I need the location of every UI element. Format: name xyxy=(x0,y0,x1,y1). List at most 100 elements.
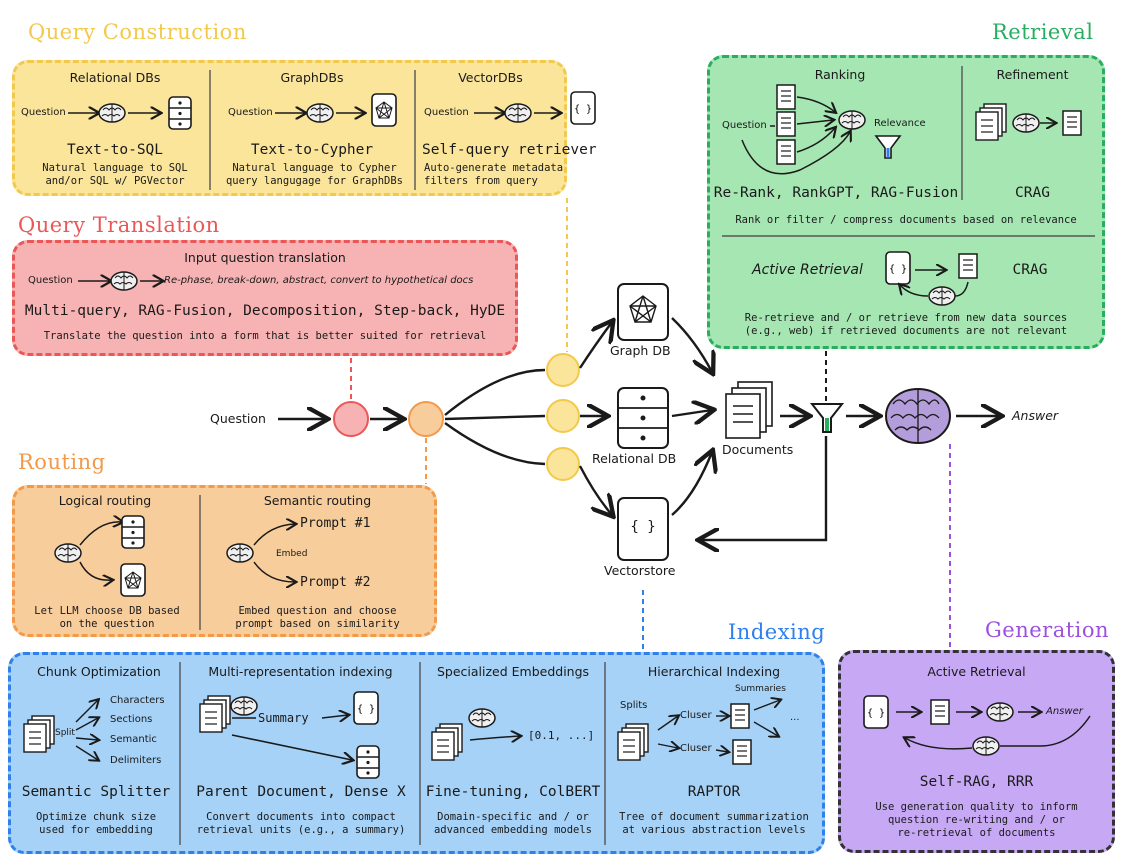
embed-label: Embed xyxy=(276,549,308,559)
hierarchical-indexing-header: Hierarchical Indexing xyxy=(647,664,781,679)
ranking-header: Ranking xyxy=(814,67,866,82)
graph-question-label: Question xyxy=(228,107,273,118)
rerank-title: Re-Rank, RankGPT, RAG-Fusion xyxy=(713,185,959,201)
active-desc-line1: Re-retrieve and / or retrieve from new d… xyxy=(744,312,1068,324)
chunk-item-characters: Characters xyxy=(110,695,165,706)
prompt-1-label: Prompt #1 xyxy=(300,516,371,531)
active-retrieval-desc: Re-retrieve and / or retrieve from new d… xyxy=(707,312,1105,338)
logical-desc-line2: on the question xyxy=(59,618,155,630)
logical-desc-line1: Let LLM choose DB based xyxy=(34,605,180,617)
raptor-title: RAPTOR xyxy=(687,784,741,800)
query-translation-box xyxy=(12,240,518,356)
relational-desc-line2: and/or SQL w/ PGVector xyxy=(45,175,185,187)
relational-db-icon xyxy=(617,387,669,449)
split-label: Split xyxy=(55,728,75,738)
fine-tuning-title: Fine-tuning, ColBERT xyxy=(425,784,601,800)
vectorstore-icon xyxy=(617,497,669,561)
chunk-optimization-header: Chunk Optimization xyxy=(37,664,161,679)
summary-label: Summary xyxy=(258,711,309,725)
vectordbs-header: VectorDBs xyxy=(458,70,523,85)
specialized-embeddings-header: Specialized Embeddings xyxy=(436,664,590,679)
query-construction-box xyxy=(12,60,567,196)
relevance-label: Relevance xyxy=(874,118,926,129)
refinement-crag-title: CRAG xyxy=(1015,185,1050,201)
embedding-vector-label: [0.1, ...] xyxy=(528,729,595,742)
self-rag-title: Self-RAG, RRR xyxy=(919,774,1034,790)
question-label: Question xyxy=(210,411,266,426)
translation-flow-label: Re-phase, break-down, abstract, convert … xyxy=(164,275,474,286)
multi-desc-line2: retrieval units (e.g., a summary) xyxy=(196,824,406,836)
semantic-desc-line1: Embed question and choose xyxy=(238,605,397,617)
vectorstore-label: Vectorstore xyxy=(604,563,676,578)
retrieval-box xyxy=(707,55,1105,349)
cluser-label-1: Cluser xyxy=(680,710,712,721)
section-title-query-construction: Query Construction xyxy=(28,20,247,44)
section-title-retrieval: Retrieval xyxy=(992,20,1094,44)
self-query-retriever-title: Self-query retriever xyxy=(422,142,597,158)
generation-answer-label: Answer xyxy=(1046,706,1083,717)
text-to-sql-title: Text-to-SQL xyxy=(66,142,164,158)
documents-icon xyxy=(725,381,773,439)
prompt-2-label: Prompt #2 xyxy=(300,575,371,590)
vectorstore-symbol: { } xyxy=(630,519,656,535)
logical-routing-desc: Let LLM choose DB based on the question xyxy=(14,605,200,631)
graph-desc-line2: query langugage for GraphDBs xyxy=(225,175,403,187)
vector-desc-line1: Auto-generate metadata xyxy=(424,162,564,174)
routing-box xyxy=(12,485,437,637)
specialized-desc-line2: advanced embedding models xyxy=(433,824,593,836)
section-title-routing: Routing xyxy=(18,450,106,474)
semantic-splitter-title: Semantic Splitter xyxy=(21,784,171,800)
logical-routing-header: Logical routing xyxy=(58,493,152,508)
graphdbs-header: GraphDBs xyxy=(280,70,344,85)
graph-desc: Natural language to Cypher query languga… xyxy=(212,162,417,188)
query-translation-header: Input question translation xyxy=(184,250,346,265)
section-title-generation: Generation xyxy=(985,618,1110,642)
chunk-desc-line1: Optimize chunk size xyxy=(35,811,157,823)
cluser-label-2: Cluser xyxy=(680,743,712,754)
generation-desc-line3: re-retrieval of documents xyxy=(897,827,1056,839)
chunk-item-sections: Sections xyxy=(110,714,153,725)
multi-desc: Convert documents into compact retrieval… xyxy=(182,811,420,837)
splits-label: Splits xyxy=(620,700,648,711)
generation-desc: Use generation quality to inform questio… xyxy=(838,801,1115,840)
relational-dbs-header: Relational DBs xyxy=(69,70,161,85)
semantic-routing-desc: Embed question and choose prompt based o… xyxy=(205,605,430,631)
generation-desc-line2: question re-writing and / or xyxy=(887,814,1065,826)
graph-db-label: Graph DB xyxy=(610,343,671,358)
vector-question-label: Question xyxy=(424,107,469,118)
specialized-desc: Domain-specific and / or advanced embedd… xyxy=(422,811,604,837)
generation-active-retrieval-header: Active Retrieval xyxy=(927,664,1026,679)
semantic-desc-line2: prompt based on similarity xyxy=(235,618,400,630)
multi-desc-line1: Convert documents into compact xyxy=(206,811,396,823)
hierarchical-desc-line1: Tree of document summarization xyxy=(619,811,809,823)
translation-question-label: Question xyxy=(28,275,73,286)
multi-representation-header: Multi-representation indexing xyxy=(208,664,393,679)
relational-desc-line1: Natural language to SQL xyxy=(42,162,188,174)
ranking-question-label: Question xyxy=(722,120,767,131)
chunk-item-semantic: Semantic xyxy=(110,734,157,745)
specialized-desc-line1: Domain-specific and / or xyxy=(437,811,589,823)
hierarchical-desc: Tree of document summarization at variou… xyxy=(608,811,820,837)
graph-desc-line1: Natural language to Cypher xyxy=(232,162,397,174)
refinement-header: Refinement xyxy=(996,67,1069,82)
relational-db-label: Relational DB xyxy=(592,451,677,466)
hierarchical-desc-line2: at various abstraction levels xyxy=(622,824,806,836)
vector-desc: Auto-generate metadata filters from quer… xyxy=(424,162,574,188)
active-crag-title: CRAG xyxy=(1012,262,1048,278)
indexing-box xyxy=(8,652,825,854)
text-to-cypher-title: Text-to-Cypher xyxy=(250,142,374,158)
active-retrieval-title: Active Retrieval xyxy=(752,262,863,278)
chunk-desc: Optimize chunk size used for embedding xyxy=(12,811,180,837)
summaries-label: Summaries xyxy=(735,684,786,694)
section-title-indexing: Indexing xyxy=(728,620,826,644)
generation-desc-line1: Use generation quality to inform xyxy=(875,801,1078,813)
ellipsis-label: ... xyxy=(790,712,800,723)
query-translation-title: Multi-query, RAG-Fusion, Decomposition, … xyxy=(24,303,506,319)
parent-document-title: Parent Document, Dense X xyxy=(196,784,406,800)
graph-db-icon xyxy=(617,283,669,341)
llm-brain-icon xyxy=(885,388,951,444)
relational-question-label: Question xyxy=(21,107,66,118)
answer-label: Answer xyxy=(1012,408,1059,423)
documents-label: Documents xyxy=(722,442,794,457)
